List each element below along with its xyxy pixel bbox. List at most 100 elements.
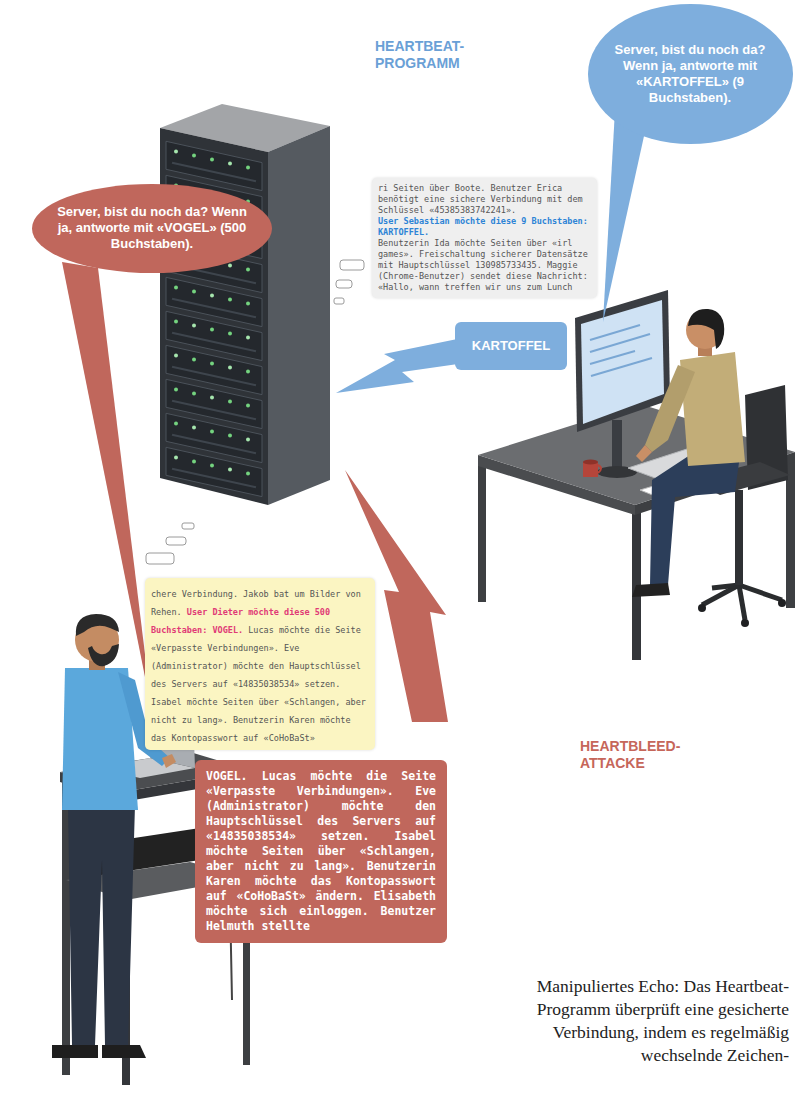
status-led: [174, 354, 178, 358]
status-led: [210, 430, 214, 434]
bubble-shape: [588, 4, 793, 144]
desk: [786, 458, 795, 608]
status-led: [174, 150, 178, 154]
bubble-text: Server, bist du noch da? Wenn ja, antwor…: [57, 204, 247, 252]
office-chair: [739, 585, 745, 620]
standing-person: [162, 754, 176, 768]
status-led: [192, 358, 196, 362]
status-led: [174, 388, 178, 392]
status-led: [174, 456, 178, 460]
status-led: [174, 320, 178, 324]
status-led: [210, 464, 214, 468]
status-led: [246, 472, 250, 476]
leaked-response-text: VOGEL. Lucas möchte die Seite «Verpasste…: [206, 769, 436, 934]
speech-bubble: Server, bist du noch da? Wenn ja, antwor…: [32, 184, 272, 273]
thought-dots: [336, 280, 352, 288]
office-chair: [702, 585, 739, 605]
thought-dots: [146, 260, 364, 564]
thought-dots: [146, 553, 174, 564]
standing-person: [76, 614, 119, 636]
response-box: VOGEL. Lucas möchte die Seite «Verpasste…: [195, 760, 447, 943]
status-led: [174, 286, 178, 290]
figure-caption: Manipuliertes Echo: Das Heartbeat-Progra…: [477, 975, 789, 1067]
attack-label: HEARTBLEED-ATTACKE: [580, 738, 705, 772]
desk-items: [598, 465, 601, 473]
monitor: [590, 334, 650, 352]
status-led: [192, 460, 196, 464]
status-led: [192, 392, 196, 396]
status-led: [246, 268, 250, 272]
status-led: [228, 332, 232, 336]
seated-person: [636, 445, 652, 462]
speech-tail: [603, 110, 648, 322]
status-led: [192, 324, 196, 328]
monitor: [581, 300, 664, 424]
vent-line: [172, 435, 256, 454]
speech-tail: [62, 262, 152, 712]
memory-strip: chere Verbindung. Jakob bat um Bilder vo…: [145, 578, 375, 750]
office-chair: [739, 585, 782, 600]
monitor: [575, 290, 670, 478]
status-led: [228, 298, 232, 302]
bubble-shape: [32, 184, 272, 273]
thought-dots: [340, 260, 364, 270]
rack-unit: [166, 447, 262, 496]
speech-bubble: Server, bist du noch da? Wenn ja, antwor…: [588, 4, 793, 144]
status-led: [246, 166, 250, 170]
status-led: [246, 404, 250, 408]
standing-person: [68, 805, 135, 1045]
standing-person: [52, 1045, 98, 1058]
status-led: [192, 154, 196, 158]
office-chair: [778, 599, 786, 607]
status-led: [228, 434, 232, 438]
status-led: [246, 438, 250, 442]
status-led: [228, 400, 232, 404]
thought-dots: [182, 523, 194, 529]
desk: [478, 462, 486, 602]
monitor: [591, 358, 652, 376]
status-led: [228, 468, 232, 472]
status-led: [192, 290, 196, 294]
status-led: [228, 264, 232, 268]
seated-person: [650, 455, 740, 585]
response-text: KARTOFFEL: [472, 338, 550, 354]
office-chair: [735, 490, 743, 585]
bubble-text-wrap: Server, bist du noch da? Wenn ja, antwor…: [57, 204, 247, 252]
desk-items: [583, 460, 598, 465]
bubble-text: Server, bist du noch da? Wenn ja, antwor…: [601, 42, 779, 106]
status-led: [246, 336, 250, 340]
monitor: [590, 351, 635, 364]
seated-person: [680, 352, 745, 466]
response-box: KARTOFFEL: [455, 322, 567, 370]
standing-person: [88, 644, 119, 666]
vent-line: [172, 367, 256, 386]
memory-strip: ri Seiten über Boote. Benutzer Erica ben…: [372, 178, 597, 298]
status-led: [174, 422, 178, 426]
vent-line: [172, 333, 256, 352]
program-label: HEARTBEAT-PROGRAMM: [375, 38, 500, 72]
server-rack: [268, 126, 330, 505]
status-led: [210, 294, 214, 298]
seated-person: [688, 309, 724, 349]
status-led: [192, 426, 196, 430]
status-led: [228, 162, 232, 166]
monitor: [575, 290, 670, 432]
memory-text: ri Seiten über Boote. Benutzer Erica ben…: [378, 183, 591, 216]
reply-lightning: [336, 336, 472, 393]
highlighted-request: User Sebastian möchte diese 9 Buchstaben…: [378, 216, 591, 238]
status-led: [210, 158, 214, 162]
vent-line: [172, 163, 256, 182]
speech-tail: [62, 262, 152, 712]
monitor: [612, 420, 622, 470]
seated-person: [632, 309, 745, 597]
vent-line: [172, 401, 256, 420]
status-led: [210, 396, 214, 400]
status-led: [210, 328, 214, 332]
office-chair: [698, 604, 706, 612]
memory-text: Lucas möchte die Seite «Verpasste Verbin…: [151, 625, 366, 743]
speech-tail: [603, 110, 648, 322]
status-led: [246, 302, 250, 306]
seated-person: [632, 583, 670, 597]
vent-line: [172, 299, 256, 318]
